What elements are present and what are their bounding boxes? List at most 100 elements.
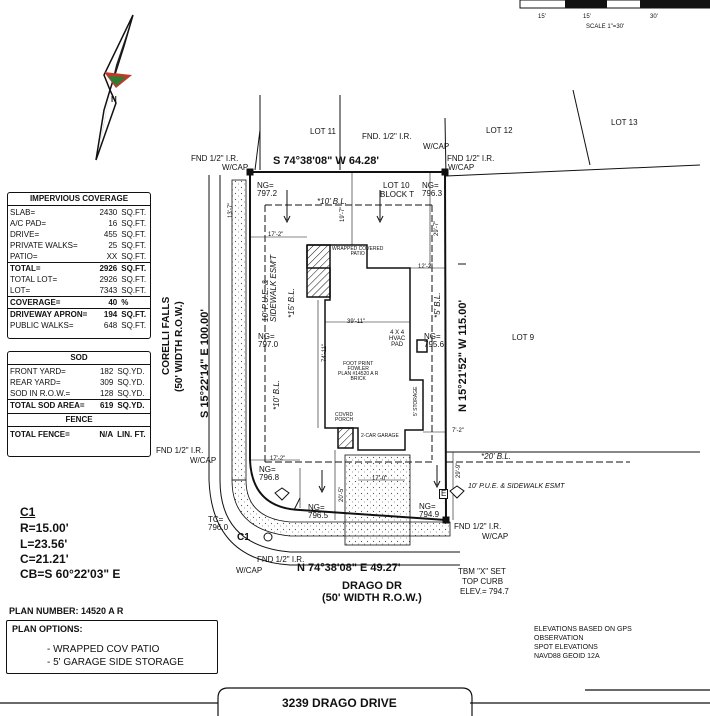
hvac-label: 4 X 4 HVAC PAD — [389, 330, 406, 348]
row-value: XX — [106, 252, 118, 261]
row-value: 309 — [99, 378, 114, 387]
west-bearing: S 15°22'14" E 100.00' — [199, 308, 211, 418]
row-unit: SQ.FT. — [121, 230, 147, 239]
curve-title: C1 — [20, 505, 36, 519]
elev-s: NG= 796.5 — [308, 503, 329, 520]
north-arrow-icon — [95, 14, 134, 161]
row-unit: SQ.FT. — [121, 275, 147, 284]
scale-tick-1: 15' — [538, 14, 546, 20]
dim-10: 29'-9" — [456, 462, 462, 478]
note-line3: SPOT ELEVATIONS — [534, 644, 598, 651]
south-street-row: (50' WIDTH R.O.W.) — [322, 592, 422, 604]
dim-7: 7'-2" — [452, 428, 464, 434]
row-label: DRIVE= — [10, 230, 40, 239]
dim-4: 12'-2" — [418, 264, 434, 270]
setback-10-top: *10' B.L. — [317, 197, 347, 206]
scale-label: SCALE 1"=30' — [586, 24, 625, 30]
dim-12: 13'-7" — [228, 202, 234, 218]
scale-tick-2: 15' — [583, 14, 591, 20]
dim-8: 17'-0" — [372, 476, 388, 482]
row-value: 16 — [108, 219, 118, 228]
row-value: 194 — [96, 308, 120, 320]
elev-se: NG= 794.9 — [419, 502, 440, 519]
setback-20: *20' B.L. — [481, 452, 511, 461]
row-label: DRIVEWAY APRON= — [8, 308, 97, 320]
south-street-name: DRAGO DR — [342, 580, 402, 592]
elev-w: NG= 797.0 — [258, 332, 279, 349]
house-footprint — [306, 244, 428, 451]
plan-option-1: - WRAPPED COV PATIO — [47, 644, 160, 655]
tbm-line2: TOP CURB — [462, 577, 504, 586]
monument-ne-line1: FND 1/2" I.R. — [447, 154, 495, 163]
plan-number: PLAN NUMBER: 14520 A R — [9, 606, 124, 616]
row-unit: SQ.YD. — [117, 389, 145, 398]
lot-11-label: LOT 11 — [310, 127, 336, 136]
row-value: N/A — [99, 430, 114, 439]
porch-label: COVRD PORCH — [335, 412, 354, 423]
row-value: 40 — [96, 296, 120, 309]
row-unit: SQ.FT. — [119, 308, 150, 320]
curve-radius: R=15.00' — [20, 521, 69, 535]
row-label: TOTAL FENCE= — [10, 430, 70, 439]
scale-bar — [519, 0, 710, 9]
monument-bl-line1: FND 1/2" I.R. — [257, 555, 305, 564]
plan-options-box: PLAN OPTIONS: - WRAPPED COV PATIO - 5' G… — [6, 620, 218, 674]
row-label: SLAB= — [10, 208, 36, 217]
monument-ntop-line1: FND. 1/2" I.R. — [362, 132, 412, 141]
address-title: 3239 DRAGO DRIVE — [282, 696, 397, 710]
note-line1: ELEVATIONS BASED ON GPS — [534, 626, 632, 633]
monument-nw-line1: FND 1/2" I.R. — [191, 154, 239, 163]
garage-label: 2-CAR GARAGE — [361, 433, 399, 439]
monument-ne-line2: W/CAP — [448, 163, 475, 172]
row-unit: SQ.YD. — [117, 367, 145, 376]
monument-ntop-line2: W/CAP — [423, 142, 450, 151]
row-label: TOTAL SOD AREA= — [8, 399, 97, 411]
row-label: PATIO= — [10, 252, 38, 261]
row-unit: SQ.FT. — [121, 286, 147, 295]
ue-west: 10' P.U.E. & SIDEWALK ESM'T — [261, 254, 278, 322]
south-bearing: N 74°38'08" E 49.27' — [297, 562, 401, 574]
dim-11: 17'-2" — [270, 456, 286, 462]
row-value: 182 — [99, 367, 114, 376]
row-label: SOD IN R.O.W.= — [10, 389, 71, 398]
elev-tc: TC= 796.0 — [208, 515, 229, 532]
dim-2: 19'-7" — [340, 206, 346, 222]
row-value: 7343 — [99, 286, 118, 295]
monument-sw-line1: FND 1/2" I.R. — [156, 446, 204, 455]
dim-3: 29'-7" — [434, 220, 440, 236]
table-row: COVERAGE=40% — [8, 296, 150, 309]
row-label: PUBLIC WALKS= — [10, 321, 74, 330]
row-unit: SQ.YD. — [117, 378, 145, 387]
row-label: FRONT YARD= — [10, 367, 66, 376]
drainage-arrows — [283, 190, 441, 511]
row-value: 455 — [103, 230, 118, 239]
row-label: LOT= — [10, 286, 31, 295]
lot-12-label: LOT 12 — [486, 126, 513, 135]
row-value: 2926 — [96, 262, 120, 274]
row-unit: SQ.FT. — [121, 252, 147, 261]
row-value: 648 — [103, 321, 118, 330]
impervious-title: IMPERVIOUS COVERAGE — [8, 193, 150, 206]
fence-title: FENCE — [8, 413, 150, 427]
dim-9: 20'-5" — [339, 486, 345, 502]
plan-options-title: PLAN OPTIONS: — [12, 624, 83, 634]
curve-length: L=23.56' — [20, 537, 68, 551]
curb-lines — [208, 175, 460, 566]
row-value: 619 — [96, 399, 116, 411]
west-sidewalk — [231, 179, 247, 481]
lot-9-label: LOT 9 — [512, 333, 535, 342]
property-boundary — [249, 171, 447, 521]
row-unit: SQ.FT. — [119, 262, 150, 274]
